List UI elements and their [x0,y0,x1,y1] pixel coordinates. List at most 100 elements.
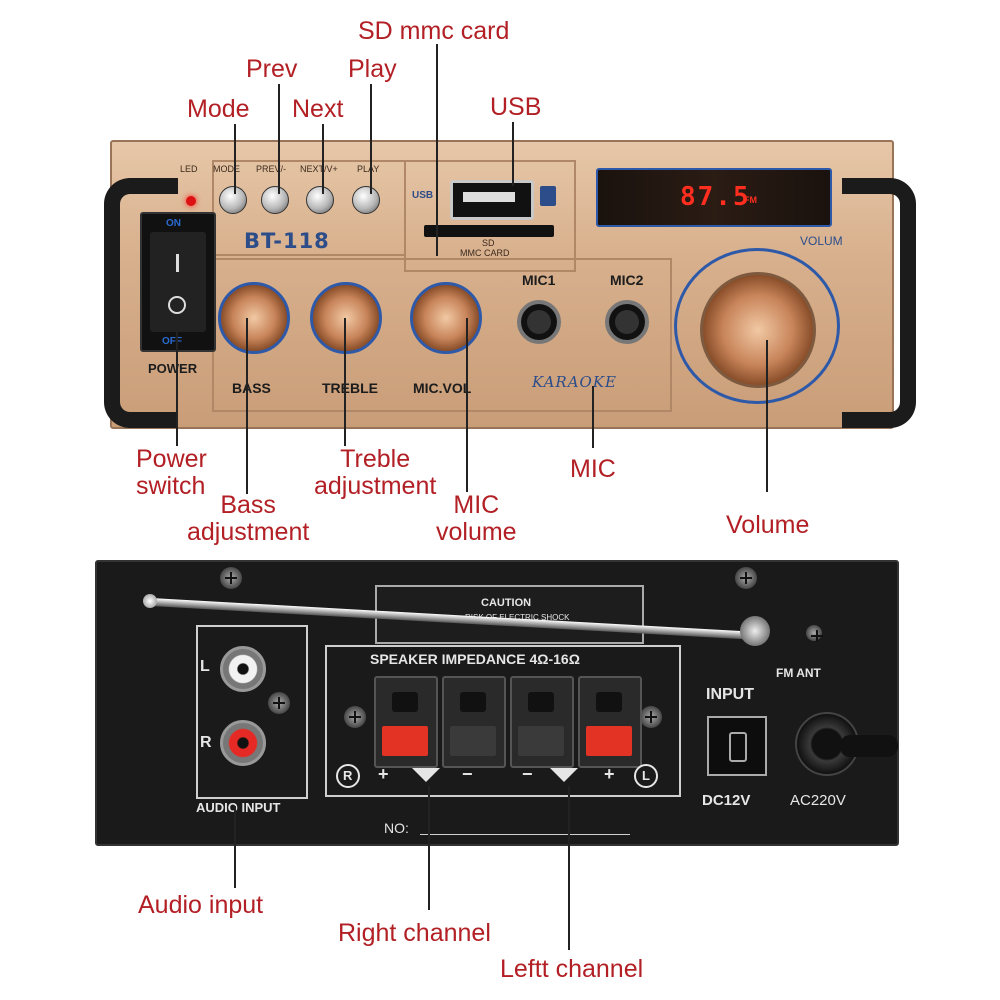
screw-top-right [735,567,757,589]
bass-knob[interactable] [218,282,290,354]
power-switch-pointer [176,318,178,446]
screw-speaker-right [640,706,662,728]
switch-on-label: ON [166,218,181,229]
play-pointer [370,84,372,194]
speaker-icon [550,768,578,782]
mic1-jack[interactable] [517,300,561,344]
on-mark [176,254,179,272]
bass-callout-line2: adjustment [187,518,310,546]
rca-left-jack[interactable] [220,646,266,692]
treble-panel-label: TREBLE [322,380,378,396]
switch-off-label: OFF [162,336,182,347]
mic-volume-knob[interactable] [410,282,482,354]
file-icon [540,186,556,206]
caution-subtext: RISK OF ELECTRIC SHOCK [465,613,570,622]
speaker-icon [412,768,440,782]
power-switch[interactable]: ON OFF [140,212,216,352]
mode-callout: Mode [187,95,250,123]
right-channel-pointer [428,786,430,910]
power-switch-callout-line2: switch [136,472,206,500]
volume-callout: Volume [726,511,810,539]
bass-callout-line1: Bass [220,491,276,519]
bass-pointer [246,318,248,494]
prev-label: PREV/- [256,164,287,174]
rca-right-jack[interactable] [220,720,266,766]
mic1-label: MIC1 [522,272,556,288]
prev-pointer [278,84,280,194]
treble-callout-line2: adjustment [314,472,437,500]
mic-pointer [592,386,594,448]
power-switch-callout: Power switch [136,446,207,500]
terminal-clip [382,726,428,756]
mic-volume-callout-line2: volume [436,518,517,546]
dc-jack-inner [729,732,747,762]
terminal-right-minus[interactable] [442,676,506,768]
audio-input-callout: Audio input [138,891,264,919]
treble-pointer [344,318,346,446]
mic-callout: MIC [570,455,616,483]
frequency-readout: 87.5 [680,182,751,212]
terminal-left-minus[interactable] [510,676,574,768]
dc12v-jack[interactable] [707,716,767,776]
mic-volume-pointer [466,318,468,492]
mode-button[interactable] [219,186,247,214]
rocker-face [150,232,206,332]
prev-button[interactable] [261,186,289,214]
sd-label: SD [482,238,495,248]
next-label: NEXT/V+ [300,164,338,174]
fm-display: 87.5 FM [596,168,832,227]
terminal-hole [528,692,554,712]
volume-ring [674,248,840,404]
left-marker-circle: L [634,764,658,788]
volume-panel-label: VOLUM [800,234,843,248]
audio-input-box [196,625,308,799]
mic2-label: MIC2 [610,272,644,288]
volume-knob[interactable] [700,272,816,388]
next-pointer [322,124,324,194]
terminal-left-plus[interactable] [578,676,642,768]
mic-volume-callout: MIC volume [436,492,517,546]
sd-card-callout: SD mmc card [358,17,510,45]
left-marker: L [642,768,650,783]
usb-port-label: USB [412,190,434,201]
next-button[interactable] [306,186,334,214]
frequency-unit: FM [744,195,757,205]
sd-card-slot[interactable] [424,225,554,237]
play-button[interactable] [352,186,380,214]
input-l-label: L [200,658,210,675]
caution-text: CAUTION [481,597,532,609]
mic2-jack[interactable] [605,300,649,344]
sd-card-pointer [436,44,438,256]
input-r-label: R [200,734,212,751]
volume-pointer [766,340,768,492]
off-mark [168,296,186,314]
prev-callout: Prev [246,55,298,83]
usb-callout: USB [490,93,542,121]
audio-input-pointer [234,806,236,888]
play-label: PLAY [357,164,380,174]
left-handle [104,178,178,428]
next-callout: Next [292,95,344,123]
terminal-hole [596,692,622,712]
power-label: POWER [148,361,198,376]
terminal-clip [450,726,496,756]
minus-sign-right: − [462,764,473,784]
screw-speaker-left [344,706,366,728]
ac-cable-cord [840,735,898,757]
usb-port[interactable] [450,180,534,220]
treble-callout-line1: Treble [340,445,411,473]
terminal-clip [586,726,632,756]
power-switch-callout-line1: Power [136,445,207,473]
caution-label: CAUTION RISK OF ELECTRIC SHOCK [375,585,644,644]
karaoke-label: KARAOKE [532,373,618,391]
plus-sign-right: + [378,764,389,784]
ac220v-label: AC220V [790,792,846,809]
treble-callout: Treble adjustment [314,446,436,500]
audio-input-panel-label: AUDIO INPUT [196,800,281,815]
antenna-tip [143,594,157,608]
treble-knob[interactable] [310,282,382,354]
terminal-right-plus[interactable] [374,676,438,768]
antenna-mount [740,616,770,646]
terminal-hole [392,692,418,712]
fm-ant-connector [806,625,823,641]
